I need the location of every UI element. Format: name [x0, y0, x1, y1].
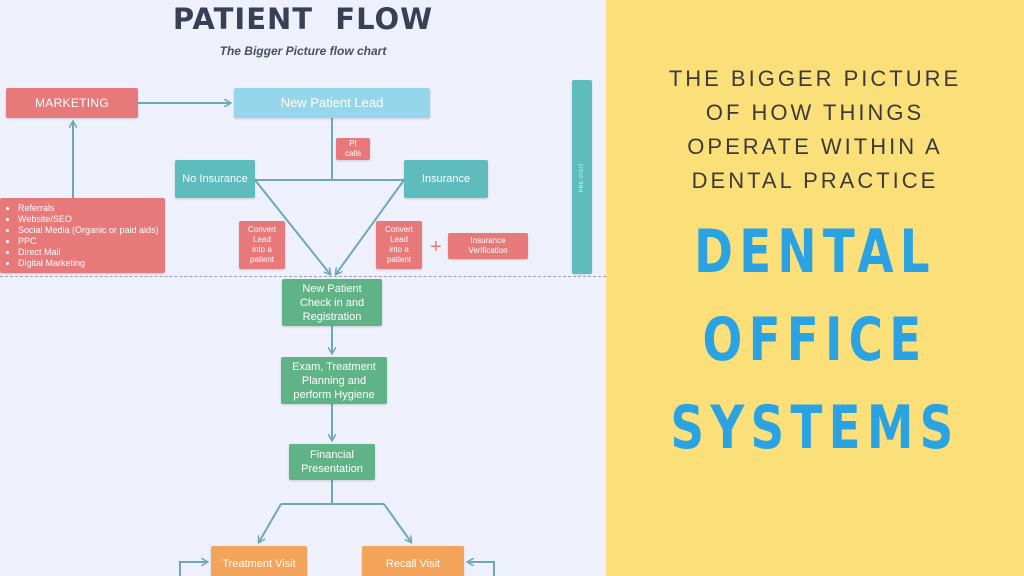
phase-divider: [0, 276, 606, 277]
referral-item: Digital Marketing: [18, 258, 159, 269]
convert-lead-right-node: Convert Lead into a patient: [376, 221, 422, 269]
pt-calls-node: Pt calls: [336, 138, 370, 160]
diagram-title: PATIENT FLOW: [172, 2, 434, 36]
referral-list: Referrals Website/SEO Social Media (Orga…: [6, 203, 159, 269]
tagline-line: THE BIGGER PICTURE: [668, 66, 962, 91]
loop-recall: [468, 562, 495, 576]
arrow-left-diagonal: [254, 179, 330, 274]
tagline-line: OPERATE WITHIN A: [687, 134, 943, 159]
arrow-right-diagonal: [336, 179, 405, 274]
tagline-line: DENTAL PRACTICE: [691, 168, 939, 193]
pre-visit-bar: PRE-VISIT: [572, 80, 592, 274]
plus-sign: +: [430, 236, 442, 258]
referral-item: Direct Mail: [18, 247, 159, 258]
flowchart-panel: PATIENT FLOW The Bigger Picture flow cha…: [0, 0, 606, 576]
title-banner: [606, 0, 1024, 576]
treatment-visit-node: Treatment Visit: [211, 546, 307, 576]
checkin-registration-node: New Patient Check in and Registration: [282, 279, 382, 326]
tagline-line: OF HOW THINGS: [705, 100, 925, 125]
referral-item: Social Media (Organic or paid aids): [18, 225, 159, 236]
arrow-to-recall: [383, 503, 411, 542]
banner-tagline: THE BIGGER PICTURE OF HOW THINGS OPERATE…: [606, 62, 1024, 198]
referral-item: PPC: [18, 236, 159, 247]
headline-line: SYSTEMS: [670, 393, 960, 463]
insurance-verification-node: Insurance Verification: [448, 233, 528, 259]
referral-item: Referrals: [18, 203, 159, 214]
convert-lead-left-node: Convert Lead into a patient: [239, 221, 285, 269]
loop-treatment: [179, 562, 207, 576]
flow-connectors: [0, 0, 495, 576]
pre-visit-label: PRE-VISIT: [579, 162, 585, 192]
headline-line: DENTAL: [694, 217, 936, 287]
banner-headline: DENTAL OFFICE SYSTEMS: [652, 208, 978, 472]
financial-presentation-node: Financial Presentation: [289, 444, 375, 480]
no-insurance-node: No Insurance: [175, 160, 255, 198]
recall-visit-node: Recall Visit: [362, 546, 464, 576]
exam-treatment-planning-node: Exam, Treatment Planning and perform Hyg…: [281, 357, 387, 404]
referral-item: Website/SEO: [18, 214, 159, 225]
diagram-subtitle: The Bigger Picture flow chart: [219, 44, 387, 58]
marketing-node: MARKETING: [6, 88, 138, 118]
new-patient-lead-node: New Patient Lead: [234, 88, 430, 118]
insurance-node: Insurance: [404, 160, 488, 198]
headline-line: OFFICE: [702, 305, 928, 375]
referral-sources-node: Referrals Website/SEO Social Media (Orga…: [0, 198, 165, 273]
arrow-to-treatment: [259, 503, 282, 542]
